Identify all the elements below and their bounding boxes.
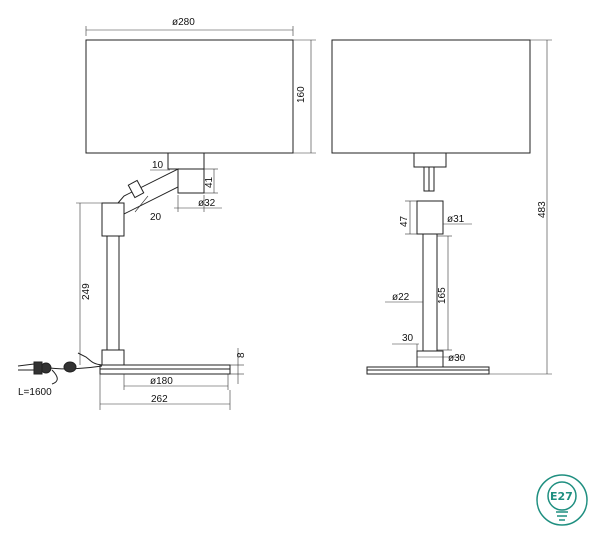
badge-ring bbox=[536, 474, 588, 526]
front-stem bbox=[106, 235, 120, 351]
front-joint bbox=[177, 168, 205, 194]
dim-socket-diameter: ø31 bbox=[447, 214, 465, 225]
front-stem-head bbox=[101, 202, 125, 237]
front-view: ø280 160 10 41 ø32 20 249 8 bbox=[17, 17, 316, 410]
dim-stem-length: 165 bbox=[437, 287, 448, 304]
dim-base-thickness: 8 bbox=[236, 352, 247, 358]
dim-total-width: 262 bbox=[151, 394, 168, 405]
dim-foot-diameter: ø30 bbox=[448, 353, 466, 364]
dim-foot-height: 30 bbox=[402, 333, 414, 344]
plug-icon bbox=[63, 361, 77, 373]
front-foot bbox=[101, 349, 125, 366]
dim-stem-diameter: ø22 bbox=[392, 292, 410, 303]
dim-shade-height: 160 bbox=[296, 86, 307, 103]
front-socket bbox=[167, 152, 205, 170]
side-shade bbox=[331, 39, 531, 154]
side-foot bbox=[416, 350, 444, 368]
front-arm-knob bbox=[127, 179, 145, 199]
badge-label: E27 bbox=[550, 490, 573, 503]
dim-total-height: 483 bbox=[537, 201, 548, 218]
side-stem bbox=[422, 233, 438, 352]
dim-joint-diameter: ø32 bbox=[198, 198, 216, 209]
dim-socket-height: 47 bbox=[399, 215, 410, 227]
dim-arm-angle: 20 bbox=[150, 212, 162, 223]
dim-stem-height: 249 bbox=[81, 283, 92, 300]
dim-cable-length: L=1600 bbox=[18, 387, 52, 398]
bulb-icon bbox=[547, 481, 577, 511]
front-shade bbox=[85, 39, 294, 154]
e27-badge: E27 bbox=[536, 474, 588, 526]
side-socket bbox=[413, 152, 447, 168]
front-arm bbox=[117, 168, 179, 215]
dim-joint-height: 41 bbox=[204, 176, 215, 188]
dim-arm-offset: 10 bbox=[152, 160, 164, 171]
side-view: 47 ø31 ø22 165 30 ø30 483 bbox=[331, 39, 552, 375]
dim-base-diameter: ø180 bbox=[150, 376, 173, 387]
side-stem-head bbox=[416, 200, 444, 235]
front-cable bbox=[77, 352, 103, 366]
dim-shade-diameter: ø280 bbox=[172, 17, 195, 28]
